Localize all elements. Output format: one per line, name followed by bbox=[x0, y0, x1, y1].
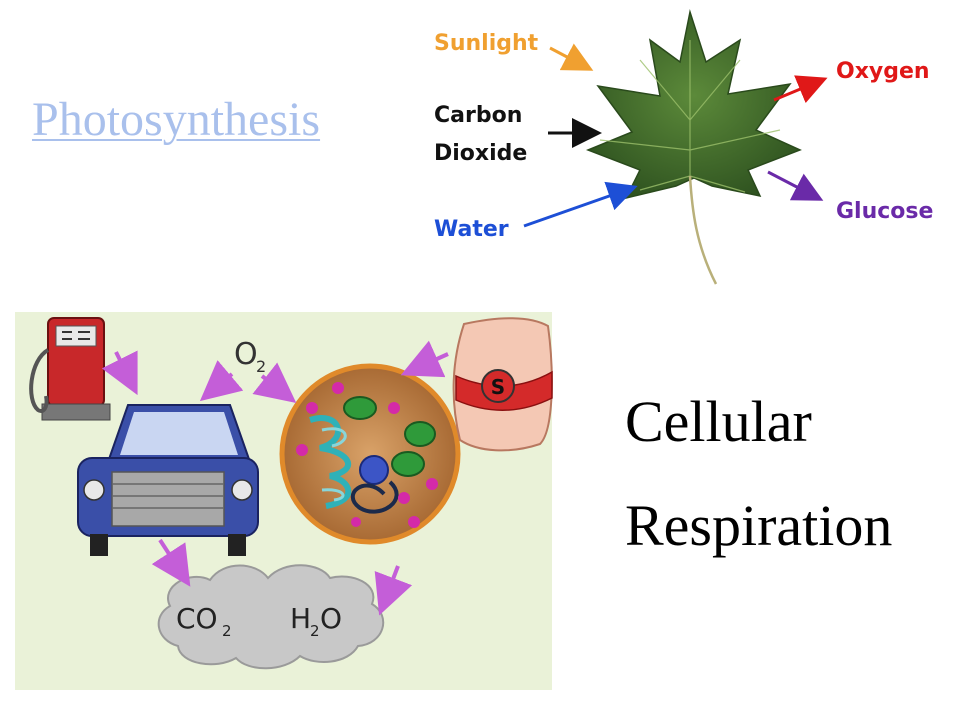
h2o-subscript: 2 bbox=[310, 622, 320, 640]
oxygen-label: Oxygen bbox=[836, 59, 930, 84]
exhaust-cloud-icon bbox=[157, 564, 385, 670]
cell-icon bbox=[279, 363, 461, 545]
respiration-title-line2: Respiration bbox=[625, 493, 893, 558]
glucose-arrow bbox=[767, 170, 824, 201]
glucose-label: Glucose bbox=[836, 199, 933, 224]
car-icon bbox=[77, 404, 259, 556]
sugar-sack-icon bbox=[452, 317, 553, 452]
water-arrow bbox=[523, 181, 638, 228]
gas-pump-icon bbox=[29, 317, 111, 421]
photosynthesis-title-link[interactable]: Photosynthesis bbox=[32, 93, 321, 146]
respiration-flow-arrows bbox=[101, 340, 449, 616]
co2-label: CO bbox=[176, 602, 218, 635]
o2-to-cell-arrow bbox=[252, 362, 297, 403]
carbon-label: Carbon bbox=[434, 103, 522, 128]
sunlight-arrow bbox=[549, 43, 594, 71]
o2-to-car-arrow bbox=[199, 360, 244, 402]
car-to-cloud-arrow bbox=[151, 538, 191, 587]
sack-label: S bbox=[491, 375, 505, 399]
leaf-icon bbox=[585, 9, 802, 285]
co2-subscript: 2 bbox=[222, 622, 232, 640]
water-label: Water bbox=[434, 217, 509, 242]
h2o-h-label: H bbox=[290, 602, 311, 635]
pump-to-car-arrow bbox=[101, 350, 138, 396]
dioxide-label: Dioxide bbox=[434, 141, 527, 166]
sunlight-label: Sunlight bbox=[434, 31, 539, 56]
h2o-o-label: O bbox=[320, 602, 342, 635]
oxygen-arrow bbox=[773, 75, 828, 104]
sack-to-cell-arrow bbox=[400, 340, 449, 378]
o2-subscript: 2 bbox=[256, 357, 266, 376]
cell-to-cloud-arrow bbox=[374, 565, 413, 616]
respiration-title-line1: Cellular bbox=[625, 389, 812, 454]
o2-label: O bbox=[234, 337, 258, 372]
